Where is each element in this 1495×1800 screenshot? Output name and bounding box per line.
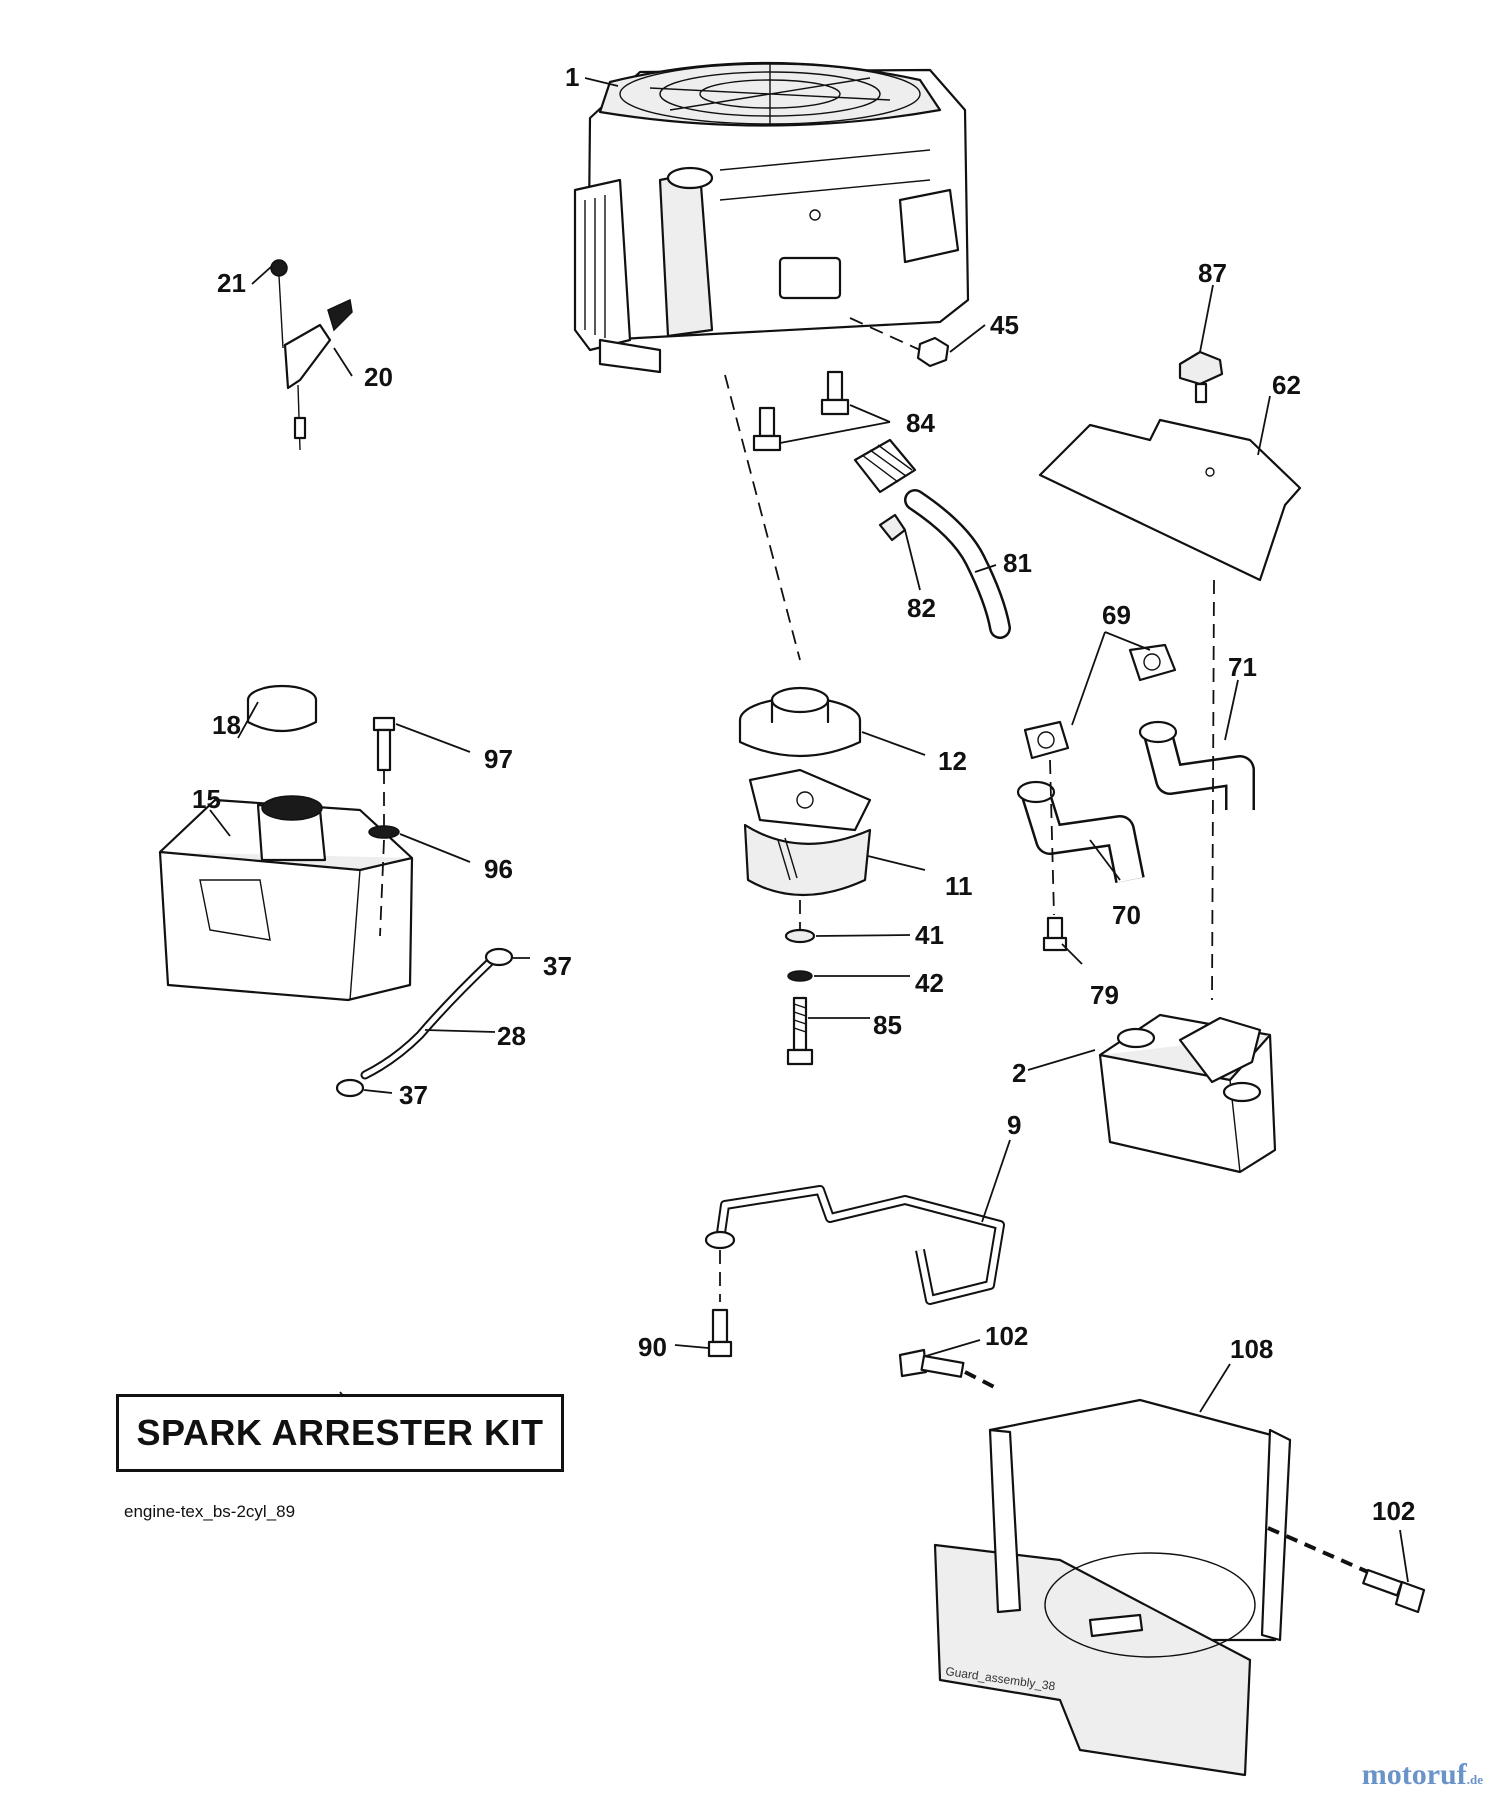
callout-9: 9 xyxy=(1007,1110,1021,1140)
knob-87 xyxy=(1178,350,1224,404)
exhaust-rod-9 xyxy=(715,1185,1005,1305)
spark-arrester-kit-label: SPARK ARRESTER KIT xyxy=(136,1412,544,1453)
fuel-filter-82-hose-81 xyxy=(853,438,1011,639)
callout-11: 11 xyxy=(945,871,973,901)
callout-102-right: 102 xyxy=(1372,1496,1415,1526)
screw-97 xyxy=(372,716,396,772)
leader-lines xyxy=(209,77,1409,1583)
clutch-11 xyxy=(743,768,872,897)
nut-45 xyxy=(916,336,950,368)
callout-69: 69 xyxy=(1102,600,1131,630)
heat-shield-62 xyxy=(1038,418,1302,582)
callout-15: 15 xyxy=(192,784,221,814)
spark-arrester-kit-box: SPARK ARRESTER KIT xyxy=(116,1394,564,1472)
callout-45: 45 xyxy=(990,310,1019,340)
callout-37-lower: 37 xyxy=(399,1080,428,1110)
callout-42: 42 xyxy=(915,968,944,998)
callout-79: 79 xyxy=(1090,980,1119,1010)
bolt-102-left xyxy=(898,1348,965,1378)
callout-108: 108 xyxy=(1230,1334,1273,1364)
callout-96: 96 xyxy=(484,854,513,884)
diagram-caption: engine-tex_bs-2cyl_89 xyxy=(124,1502,296,1521)
engine-assembly xyxy=(573,61,970,374)
watermark-text: motoruf xyxy=(1361,1758,1467,1791)
callout-37-upper: 37 xyxy=(543,951,572,981)
callout-62: 62 xyxy=(1272,370,1301,400)
bolt-85 xyxy=(786,996,814,1066)
callout-2: 2 xyxy=(1012,1058,1026,1088)
callout-81: 81 xyxy=(1003,548,1032,578)
callout-70: 70 xyxy=(1112,900,1141,930)
exhaust-pipe-70 xyxy=(1016,780,1145,883)
bolt-102-right xyxy=(1362,1568,1426,1614)
washer-41 xyxy=(784,928,816,944)
callout-90: 90 xyxy=(638,1332,667,1362)
callout-21: 21 xyxy=(217,268,246,298)
fuel-cap-18 xyxy=(246,684,318,732)
guard-108: Guard_assembly_38 xyxy=(933,1398,1292,1777)
washer-42 xyxy=(787,970,813,982)
throttle-control xyxy=(270,259,353,451)
watermark-logo: motoruf.de xyxy=(1362,1758,1483,1792)
callout-87: 87 xyxy=(1198,258,1227,288)
clamp-37-upper xyxy=(484,947,514,967)
callout-12: 12 xyxy=(938,746,967,776)
callout-41: 41 xyxy=(915,920,944,950)
pulley-12 xyxy=(738,686,862,758)
callout-18: 18 xyxy=(212,710,241,740)
callout-82: 82 xyxy=(907,593,936,623)
washer-96 xyxy=(368,825,400,839)
callout-20: 20 xyxy=(364,362,393,392)
fuel-tank-15 xyxy=(158,795,414,1002)
callout-97: 97 xyxy=(484,744,513,774)
clamp-37-lower xyxy=(335,1078,365,1098)
callout-84: 84 xyxy=(906,408,935,438)
muffler-2 xyxy=(1098,1013,1277,1174)
callout-1: 1 xyxy=(565,62,579,92)
bolts-84 xyxy=(752,370,850,452)
exhaust-gaskets-69 xyxy=(1023,643,1177,760)
callout-28: 28 xyxy=(497,1021,526,1051)
callout-numbers: 1 21 20 45 84 87 62 81 82 69 71 18 97 15… xyxy=(192,62,1415,1526)
watermark-suffix: .de xyxy=(1466,1772,1483,1787)
callout-85: 85 xyxy=(873,1010,902,1040)
bolt-90 xyxy=(707,1308,733,1358)
bolt-79 xyxy=(1042,916,1068,952)
callout-102-left: 102 xyxy=(985,1321,1028,1351)
exhaust-pipe-71 xyxy=(1138,720,1255,810)
callout-71: 71 xyxy=(1228,652,1257,682)
